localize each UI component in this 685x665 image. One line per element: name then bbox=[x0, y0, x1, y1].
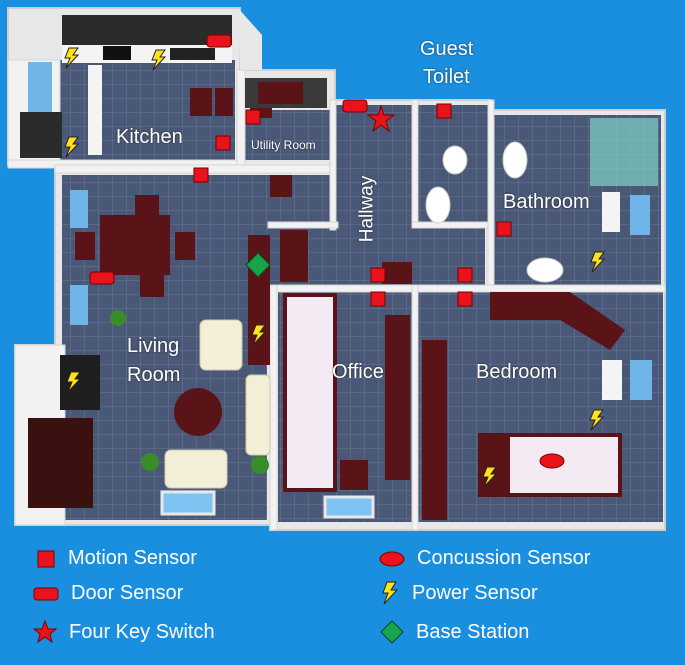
bathroom-fixtures bbox=[502, 118, 658, 283]
room-label-bathroom: Bathroom bbox=[503, 191, 590, 213]
room-label-kitchen: Kitchen bbox=[116, 126, 183, 148]
legend-item-base: Base Station bbox=[380, 620, 529, 644]
bedroom-furniture bbox=[422, 292, 652, 520]
legend-item-concussion: Concussion Sensor bbox=[379, 547, 590, 570]
motion-sensor-utility bbox=[245, 109, 261, 125]
motion-sensor-hall-1 bbox=[370, 267, 386, 283]
legend-item-door: Door Sensor bbox=[33, 582, 183, 605]
motion-sensor-icon bbox=[37, 550, 55, 567]
room-label-bedroom: Bedroom bbox=[476, 361, 558, 383]
legend: Motion Sensor Door Sensor Four Key Switc… bbox=[0, 535, 685, 665]
legend-label-motion: Motion Sensor bbox=[68, 547, 197, 569]
kitchen-counters bbox=[20, 15, 232, 158]
motion-sensor-bathroom bbox=[496, 221, 512, 237]
hallway-furniture bbox=[280, 230, 412, 284]
room-label-guest-toilet-1: Guest bbox=[420, 38, 474, 60]
door-sensor-living bbox=[89, 271, 115, 285]
door-sensors bbox=[89, 34, 368, 285]
room-label-guest-toilet-2: Toilet bbox=[423, 66, 470, 88]
four-key-switch-star bbox=[366, 104, 396, 133]
guest-toilet-fixtures bbox=[425, 145, 468, 224]
door-sensor-hallway bbox=[342, 99, 368, 113]
legend-label-base: Base Station bbox=[416, 620, 530, 643]
motion-sensor-bedroom bbox=[457, 291, 473, 307]
diamond-icon bbox=[380, 620, 404, 644]
door-sensor-icon bbox=[33, 587, 59, 600]
motion-sensor-toilet bbox=[436, 103, 452, 119]
office-furniture bbox=[283, 293, 410, 519]
legend-label-concussion: Concussion Sensor bbox=[417, 547, 591, 569]
door-sensor-kitchen bbox=[206, 34, 232, 48]
legend-item-power: Power Sensor bbox=[382, 581, 538, 605]
motion-sensor-living bbox=[193, 167, 209, 183]
motion-sensor-hall-2 bbox=[457, 267, 473, 283]
room-label-hallway: Hallway bbox=[356, 175, 378, 243]
room-label-living-2: Room bbox=[127, 364, 181, 386]
lightning-bolt-icon bbox=[382, 581, 399, 605]
legend-label-switch: Four Key Switch bbox=[69, 620, 215, 643]
legend-item-switch: Four Key Switch bbox=[33, 620, 215, 644]
utility-shelf bbox=[245, 78, 327, 108]
motion-sensor-kitchen bbox=[215, 135, 231, 151]
room-label-utility-room: Utility Room bbox=[251, 138, 316, 152]
ellipse-icon bbox=[379, 551, 405, 566]
star-icon bbox=[33, 620, 57, 644]
legend-label-power: Power Sensor bbox=[412, 581, 538, 604]
room-label-living-1: Living bbox=[127, 335, 180, 357]
motion-sensor-office bbox=[370, 291, 386, 307]
legend-item-motion: Motion Sensor bbox=[36, 547, 197, 570]
room-label-office: Office bbox=[332, 361, 384, 383]
legend-label-door: Door Sensor bbox=[71, 582, 184, 604]
concussion-sensor-bedroom bbox=[539, 453, 565, 469]
motion-sensors bbox=[193, 103, 512, 307]
floor-plan bbox=[7, 7, 666, 531]
base-station-diamond bbox=[245, 252, 271, 278]
